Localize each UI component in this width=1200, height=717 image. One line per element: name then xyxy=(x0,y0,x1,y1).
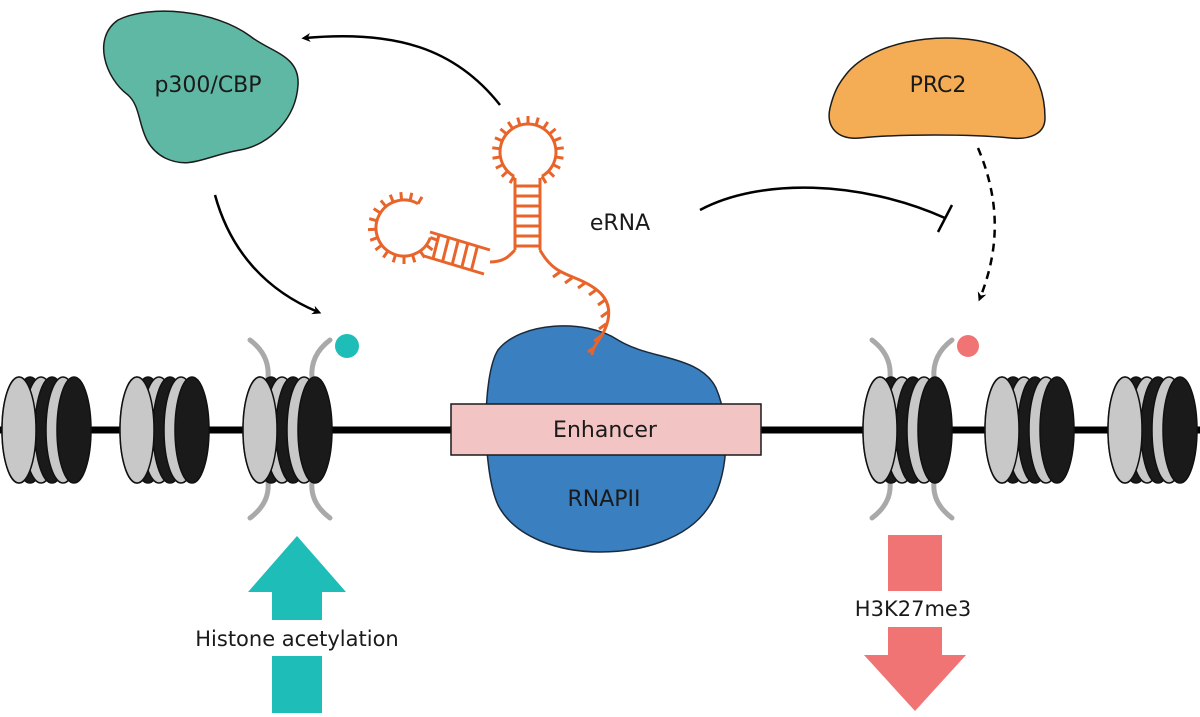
erna-label: eRNA xyxy=(590,211,650,236)
inhibition-arrow-icon xyxy=(700,188,945,218)
nucleosome-icon xyxy=(120,377,209,483)
erna-structure xyxy=(368,116,609,355)
h3k27me3-label: H3K27me3 xyxy=(855,597,971,621)
rnapii-label: RNAPII xyxy=(567,487,640,512)
erna-to-p300-arrow xyxy=(305,36,500,105)
methyl-mark-icon xyxy=(957,335,979,357)
inhibition-bar xyxy=(938,205,952,232)
acetylation-label: Histone acetylation xyxy=(195,627,398,651)
p300-to-histone-arrow xyxy=(215,195,318,312)
nucleosome-icon xyxy=(243,377,332,483)
prc2-dashed-arrow xyxy=(978,148,995,298)
nucleosome-icon xyxy=(863,377,952,483)
nucleosome-icon xyxy=(1108,377,1197,483)
acetyl-mark-icon xyxy=(335,334,359,358)
nucleosome-icon xyxy=(985,377,1074,483)
prc2-label: PRC2 xyxy=(910,73,967,98)
enhancer-label: Enhancer xyxy=(553,418,658,443)
p300-cbp-label: p300/CBP xyxy=(154,73,261,98)
nucleosome-icon xyxy=(2,377,91,483)
